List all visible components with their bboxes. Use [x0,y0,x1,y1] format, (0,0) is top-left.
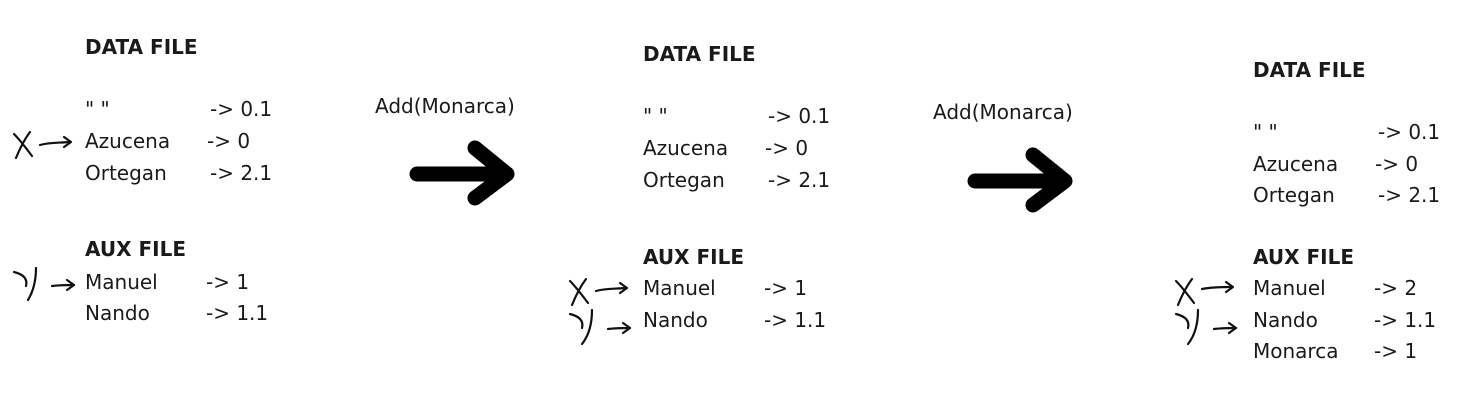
aux-row: Manuel -> 1 [643,272,843,304]
data-row-name: Azucena [643,136,729,160]
data-file-heading: DATA FILE [643,42,756,66]
aux-row-value: -> 1 [206,270,250,294]
data-row-value: -> 0 [1375,152,1419,176]
aux-file-heading: AUX FILE [85,237,186,261]
data-row: Ortegan -> 2.1 [85,157,285,189]
data-row: " " -> 0.1 [643,100,843,132]
data-file-heading: DATA FILE [85,35,198,59]
data-file-heading: DATA FILE [1253,58,1366,82]
data-row-name: Ortegan [1253,183,1335,207]
data-row-value: -> 2.1 [768,168,831,192]
aux-file-heading: AUX FILE [643,245,744,269]
data-row-value: -> 0 [207,129,251,153]
x-pointer-icon [12,130,73,160]
operation-label: Add(Monarca) [375,94,515,118]
aux-row-value: -> 2 [1374,276,1418,300]
aux-row-value: -> 1.1 [206,301,269,325]
data-row-name: Ortegan [643,168,725,192]
aux-row: Monarca -> 1 [1253,335,1453,367]
data-row-value: -> 0.1 [1378,120,1441,144]
data-row-name: Azucena [85,129,171,153]
x-pointer-icon [1174,277,1235,307]
data-row: Ortegan -> 2.1 [643,164,843,196]
data-row-name: " " [85,97,110,121]
aux-row-value: -> 1 [764,276,808,300]
data-row-value: -> 0 [765,136,809,160]
aux-row-name: Manuel [85,270,158,294]
aux-file-heading: AUX FILE [1253,245,1354,269]
y-pointer-icon [1174,308,1238,346]
aux-row-name: Manuel [643,276,716,300]
aux-row-value: -> 1.1 [764,308,827,332]
aux-row: Nando -> 1.1 [85,297,285,329]
data-row: Azucena -> 0 [85,125,285,157]
aux-row-name: Monarca [1253,339,1339,363]
data-row: Ortegan -> 2.1 [1253,179,1453,211]
data-row-value: -> 0.1 [210,97,273,121]
data-row: " " -> 0.1 [1253,116,1453,148]
data-row: " " -> 0.1 [85,93,285,125]
data-row-value: -> 0.1 [768,104,831,128]
data-row-value: -> 2.1 [210,161,273,185]
arrow-right-icon [967,147,1073,213]
arrow-right-icon [409,140,515,206]
x-pointer-icon [568,277,629,307]
aux-row: Nando -> 1.1 [643,304,843,336]
data-row-name: " " [643,104,668,128]
aux-row-name: Manuel [1253,276,1326,300]
y-pointer-icon [568,308,632,346]
y-pointer-icon [12,266,76,302]
aux-row-name: Nando [643,308,708,332]
aux-row-value: -> 1.1 [1374,308,1437,332]
data-row-name: " " [1253,120,1278,144]
aux-row: Manuel -> 2 [1253,272,1453,304]
aux-row: Nando -> 1.1 [1253,304,1453,336]
operation-label: Add(Monarca) [933,100,1073,124]
aux-row-name: Nando [85,301,150,325]
data-row-name: Azucena [1253,152,1339,176]
data-row: Azucena -> 0 [1253,148,1453,180]
aux-row-name: Nando [1253,308,1318,332]
aux-row: Manuel -> 1 [85,266,285,298]
data-row-name: Ortegan [85,161,167,185]
data-row-value: -> 2.1 [1378,183,1441,207]
data-row: Azucena -> 0 [643,132,843,164]
aux-row-value: -> 1 [1374,339,1418,363]
